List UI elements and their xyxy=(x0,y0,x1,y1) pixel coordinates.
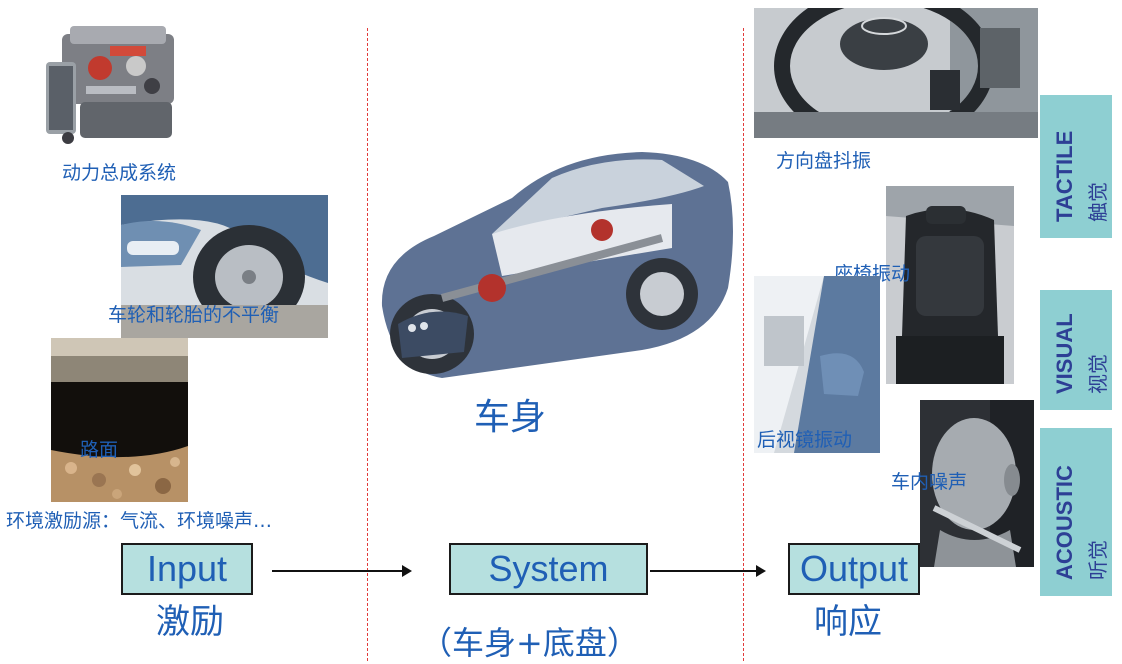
noise-label: 车内噪声 xyxy=(891,471,968,493)
input-box-label: Input xyxy=(146,548,228,589)
road-image xyxy=(51,338,188,502)
powertrain-label: 动力总成系统 xyxy=(62,162,177,184)
steering-wheel-image xyxy=(754,8,1038,138)
arrow-input-to-system xyxy=(272,565,412,577)
wheel-image xyxy=(121,195,328,338)
sense-acoustic-en: ACOUSTIC xyxy=(1052,465,1077,580)
input-cn-label: 激励 xyxy=(156,602,224,642)
output-cn-label: 响应 xyxy=(814,602,882,642)
system-cn-label: （车身+底盘） xyxy=(420,624,639,662)
system-box-label: System xyxy=(488,548,609,589)
sense-panel-acoustic: ACOUSTIC 听觉 xyxy=(1040,428,1112,596)
car-chassis-image xyxy=(372,138,740,384)
sense-visual-en: VISUAL xyxy=(1052,313,1077,394)
environment-label: 环境激励源：气流、环境噪声… xyxy=(6,510,273,532)
wheel-tire-label: 车轮和轮胎的不平衡 xyxy=(108,304,280,326)
mirror-image xyxy=(754,276,880,453)
output-box-label: Output xyxy=(799,548,909,589)
system-box: System xyxy=(449,543,648,595)
dummy-head-image xyxy=(920,400,1034,567)
sense-tactile-en: TACTILE xyxy=(1052,130,1077,222)
sense-panel-tactile: TACTILE 触觉 xyxy=(1040,95,1112,238)
steering-label: 方向盘抖振 xyxy=(776,150,872,172)
divider-left xyxy=(367,28,368,661)
input-box: Input xyxy=(121,543,253,595)
output-box: Output xyxy=(788,543,920,595)
sense-acoustic-zh: 听觉 xyxy=(1086,540,1110,580)
divider-right xyxy=(743,28,744,661)
seat-image xyxy=(886,186,1014,384)
sense-panel-visual: VISUAL 视觉 xyxy=(1040,290,1112,410)
road-label: 路面 xyxy=(80,439,119,461)
engine-image xyxy=(40,6,200,156)
sense-visual-zh: 视觉 xyxy=(1086,354,1110,394)
arrow-system-to-output xyxy=(650,565,766,577)
car-body-label: 车身 xyxy=(474,397,547,438)
sense-tactile-zh: 触觉 xyxy=(1086,182,1110,222)
mirror-label: 后视镜振动 xyxy=(757,429,853,451)
